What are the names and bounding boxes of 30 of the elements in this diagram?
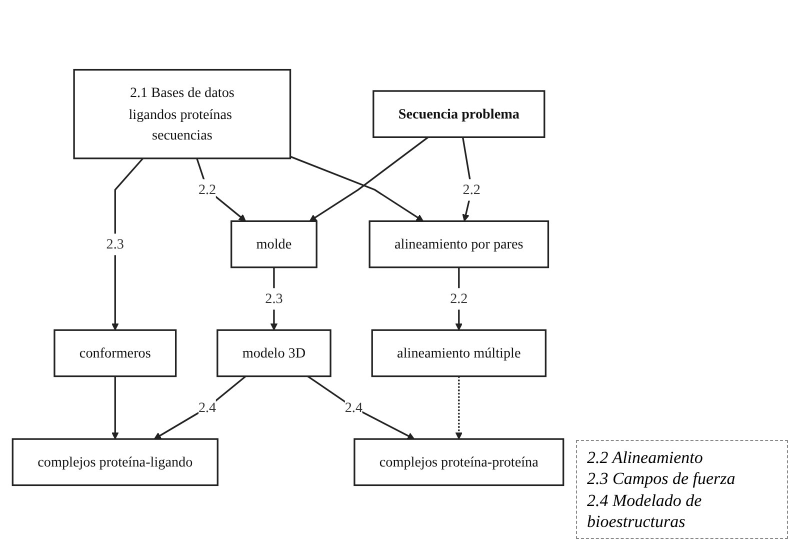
node-box: complejos proteína-ligando (12, 438, 218, 486)
node-box: conformeros (54, 329, 177, 378)
arrow (270, 267, 278, 330)
legend-note: 2.2 Alineamiento (587, 447, 704, 468)
edge-label: 2.3 (106, 236, 124, 252)
edge-label: 2.2 (450, 290, 468, 306)
legend-note: 2.3 Campos de fuerza (587, 468, 736, 490)
node-box: alineamiento por pares (368, 220, 550, 268)
edge-label: 2.4 (198, 400, 216, 416)
node-box: alineamiento múltiple (371, 329, 547, 378)
arrow (290, 156, 424, 222)
node-box: Secuencia problema (372, 90, 546, 138)
arrow (307, 376, 415, 440)
arrow (309, 136, 429, 222)
node-box: molde (230, 220, 318, 268)
arrow (455, 376, 463, 440)
node-box: complejos proteína-proteína (354, 438, 564, 486)
arrow (196, 158, 246, 222)
node-box: modelo 3D (216, 329, 332, 378)
node-box: 2.1 Bases de datos ligandos proteínas secuencias (73, 68, 292, 160)
arrow (111, 158, 144, 330)
legend-note: 2.4 Modelado de bioestructuras (587, 490, 703, 532)
edge-label: 2.3 (265, 290, 283, 306)
arrow (462, 137, 472, 222)
arrow (111, 376, 119, 440)
edge-label: 2.4 (344, 400, 363, 416)
edge-label: 2.2 (462, 182, 480, 198)
arrow (455, 267, 463, 330)
edge-label: 2.2 (198, 182, 216, 198)
arrow (154, 376, 246, 440)
